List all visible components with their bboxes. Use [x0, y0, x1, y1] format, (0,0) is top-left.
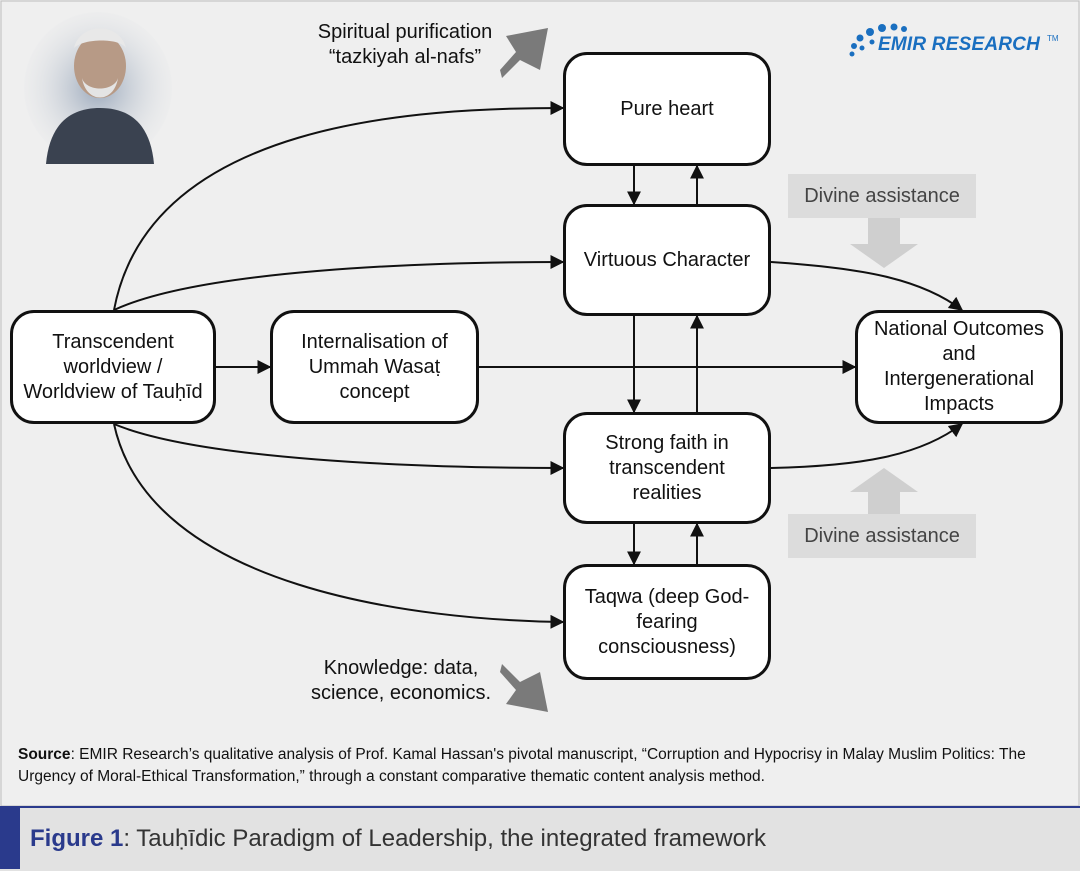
arrow-worldview-to-faith	[113, 423, 565, 475]
caption-bar: Figure 1: Tauḥīdic Paradigm of Leadershi…	[0, 806, 1080, 871]
knowledge-label: Knowledge: data, science, economics.	[296, 656, 506, 706]
knowledge-input-arrow	[500, 664, 548, 712]
arrow-worldview-to-taqwa	[113, 423, 565, 629]
source-text: : EMIR Research’s qualitative analysis o…	[18, 746, 1026, 785]
spiritual-purification-line2: “tazkiyah al-nafs”	[328, 46, 482, 68]
node-taqwa: Taqwa (deep God-fearing consciousness)	[563, 564, 771, 680]
source-prefix: Source	[18, 746, 71, 763]
arrow-worldview-to-character	[113, 255, 565, 311]
divine-up-arrow	[850, 468, 918, 518]
spiritual-purification-label: Spiritual purification “tazkiyah al-nafs…	[296, 20, 514, 70]
arrow-worldview-to-heart	[113, 101, 565, 311]
source-note: Source: EMIR Research’s qualitative anal…	[18, 744, 1068, 788]
figure-number: Figure 1	[30, 825, 124, 852]
logo-text: EMIR RESEARCH	[878, 34, 1041, 55]
spiritual-input-arrow	[500, 28, 548, 78]
arrow-faith-to-outcomes	[770, 423, 964, 469]
portrait-image	[24, 12, 172, 164]
divine-down-arrow	[850, 218, 918, 268]
divine-assistance-bottom: Divine assistance	[788, 514, 976, 558]
node-strong-faith: Strong faith in transcendent realities	[563, 412, 771, 524]
figure-title: : Tauḥīdic Paradigm of Leadership, the i…	[123, 825, 766, 852]
arrow-character-to-outcomes	[770, 261, 964, 311]
figure-caption: Figure 1: Tauḥīdic Paradigm of Leadershi…	[30, 825, 766, 853]
node-internalisation: Internalisation of Ummah Wasaṭ concept	[270, 310, 479, 424]
node-virtuous-character: Virtuous Character	[563, 204, 771, 316]
knowledge-line1: Knowledge: data,	[323, 657, 479, 679]
logo-trademark: TM	[1047, 34, 1059, 43]
divine-assistance-top: Divine assistance	[788, 174, 976, 218]
knowledge-line2: science, economics.	[310, 682, 492, 704]
emir-research-logo	[849, 23, 907, 57]
spiritual-purification-line1: Spiritual purification	[317, 21, 493, 43]
node-pure-heart: Pure heart	[563, 52, 771, 166]
node-transcendent-worldview: Transcendent worldview / Worldview of Ta…	[10, 310, 216, 424]
node-national-outcomes: National Outcomes and Intergenerational …	[855, 310, 1063, 424]
caption-accent	[0, 808, 20, 869]
